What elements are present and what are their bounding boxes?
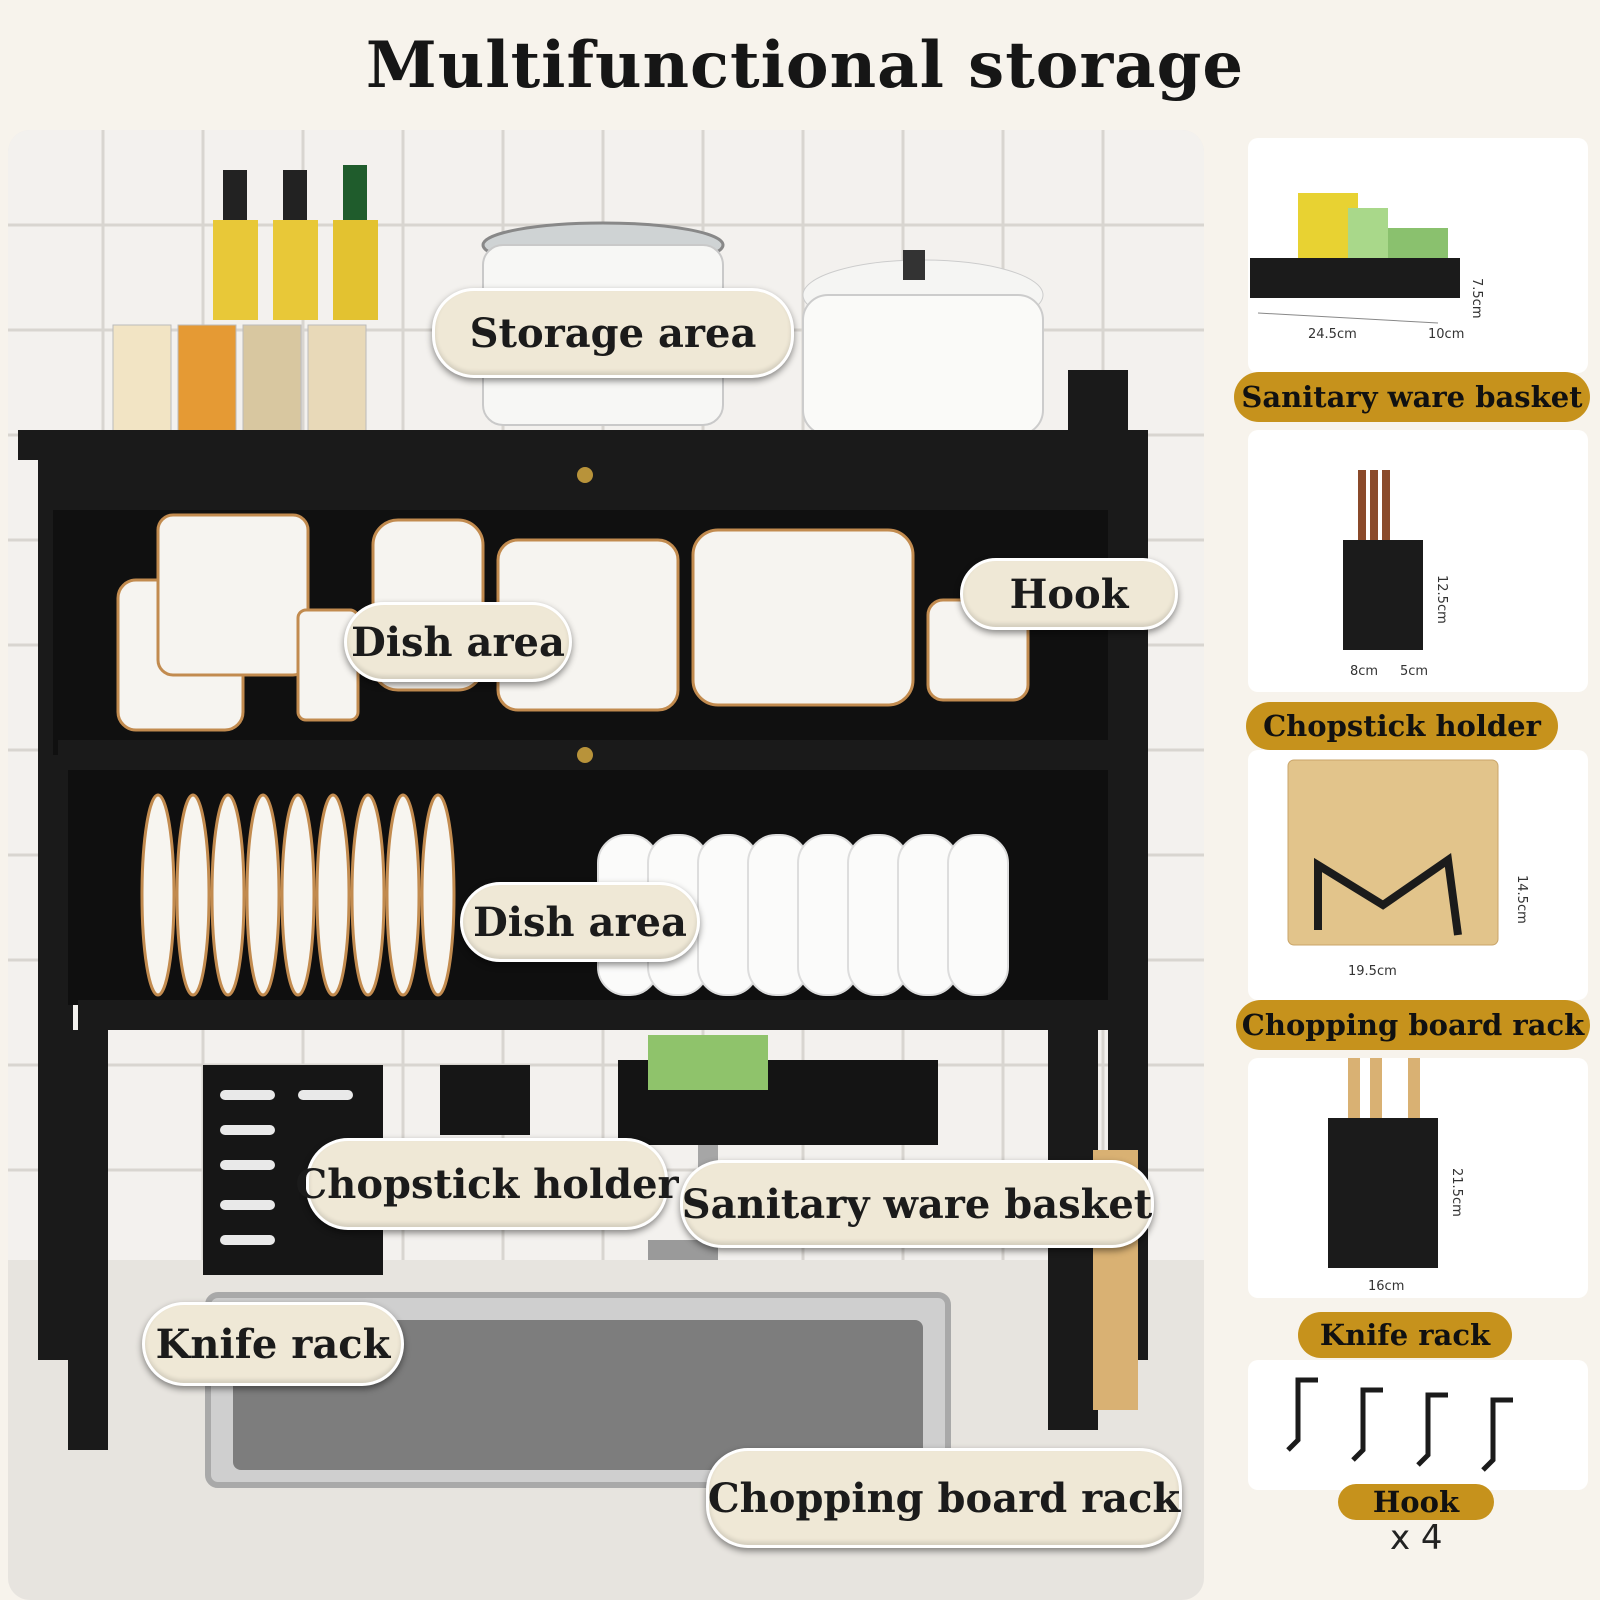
chopstick-holder-image: 8cm 5cm 12.5cm <box>1343 470 1449 679</box>
hook-quantity: x 4 <box>1390 1518 1443 1558</box>
dim-width: 24.5cm <box>1308 327 1357 342</box>
dim-width: 19.5cm <box>1348 964 1397 979</box>
dim-height: 12.5cm <box>1434 575 1449 624</box>
callout-storage-area: Storage area <box>432 288 794 378</box>
accessory-label-knife-rack: Knife rack <box>1298 1312 1512 1358</box>
accessory-label-hook: Hook <box>1338 1484 1494 1520</box>
dim-width: 16cm <box>1368 1279 1404 1294</box>
accessory-panel-knife-rack: 16cm 21.5cm <box>1248 1058 1588 1298</box>
dim-height: 7.5cm <box>1469 278 1484 319</box>
dim-width: 8cm <box>1350 664 1378 679</box>
dim-depth: 5cm <box>1400 664 1428 679</box>
callout-dish-area-bottom: Dish area <box>460 882 700 962</box>
hook-icon <box>1416 1392 1448 1467</box>
accessory-label-chopping-board-rack: Chopping board rack <box>1236 1000 1590 1050</box>
callout-knife-rack: Knife rack <box>142 1302 404 1386</box>
chopping-board-rack-image: 19.5cm 14.5cm <box>1287 759 1529 979</box>
dim-height: 14.5cm <box>1514 875 1529 924</box>
hook-icon <box>1286 1377 1318 1452</box>
page-title: Multifunctional storage <box>365 28 1245 103</box>
callout-chopping-board-rack: Chopping board rack <box>706 1448 1182 1548</box>
callout-hook: Hook <box>960 558 1178 630</box>
sanitary-basket-image: 24.5cm 10cm 7.5cm <box>1250 193 1484 342</box>
accessory-panel-chopping-board-rack: 19.5cm 14.5cm <box>1248 750 1588 1000</box>
callout-sanitary-ware-basket: Sanitary ware basket <box>680 1160 1154 1248</box>
callout-chopstick-holder: Chopstick holder <box>295 1138 679 1230</box>
accessory-panel-hooks <box>1248 1360 1588 1490</box>
accessory-label-sanitary-basket: Sanitary ware basket <box>1234 372 1590 422</box>
hooks-image <box>1286 1377 1513 1472</box>
accessory-label-chopstick-holder: Chopstick holder <box>1246 702 1558 750</box>
accessory-panel-sanitary-basket: 24.5cm 10cm 7.5cm <box>1248 138 1588 373</box>
dim-height: 21.5cm <box>1449 1168 1464 1217</box>
hook-icon <box>1351 1387 1383 1462</box>
product-scene: Storage area Dish area Hook Dish area Ch… <box>8 130 1204 1600</box>
callout-dish-area-top: Dish area <box>344 602 572 682</box>
hook-icon <box>1481 1397 1513 1472</box>
knife-rack-image: 16cm 21.5cm <box>1328 1058 1464 1294</box>
dim-depth: 10cm <box>1428 327 1464 342</box>
accessory-panel-chopstick-holder: 8cm 5cm 12.5cm <box>1248 430 1588 692</box>
